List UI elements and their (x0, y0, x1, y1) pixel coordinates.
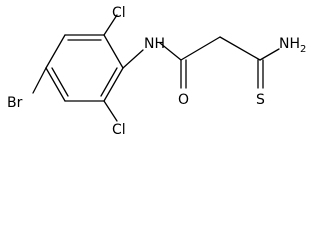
ring-bond-6-inner (100, 67, 118, 97)
atom-label-cl-bottom: Cl (112, 122, 126, 136)
bond-co-ch2 (180, 36, 221, 61)
nh2-main: NH (279, 36, 300, 52)
bond-c-nh2 (259, 48, 280, 61)
structure-diagram: Cl NH NH2 O S Br Cl (7, 5, 306, 136)
ring-bond-4 (45, 67, 66, 102)
atom-label-o: O (178, 92, 189, 108)
nh2-subscript: 2 (300, 44, 306, 55)
benzene-ring (45, 34, 124, 102)
ring-bond-4-inner (51, 67, 69, 97)
bond-c-cl-bottom (103, 100, 118, 122)
molecule-drawing: Cl NH NH2 O S Br Cl (7, 5, 306, 136)
ring-bond-3 (45, 34, 66, 69)
bond-ch2-cs (219, 36, 261, 61)
atom-label-cl-top: Cl (112, 5, 126, 21)
bond-c-n (122, 49, 144, 69)
atom-label-br: Br (7, 95, 23, 111)
ring-bond-6 (103, 67, 124, 102)
atom-label-nh: NH (144, 36, 165, 52)
bond-n-co (159, 42, 182, 61)
bond-c-cl-top (103, 14, 118, 36)
atom-label-s: S (256, 92, 265, 108)
bond-c-br (32, 67, 47, 94)
ring-bond-1 (103, 34, 124, 69)
atom-label-nh2: NH2 (279, 36, 306, 55)
